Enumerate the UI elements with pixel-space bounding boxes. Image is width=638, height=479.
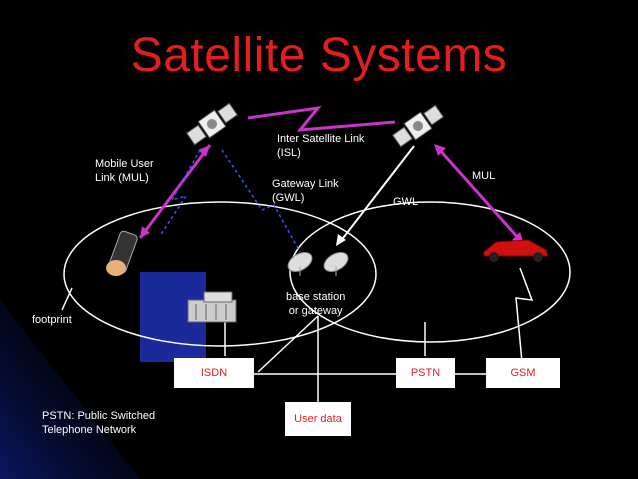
mul-left-link	[138, 144, 212, 239]
car-gsm-link	[515, 267, 534, 363]
car-icon	[483, 239, 549, 262]
slide-title: Satellite Systems	[130, 29, 508, 82]
isl-label: Inter Satellite Link (ISL)	[277, 133, 365, 159]
user-data-box: User data	[285, 402, 351, 436]
gwl-left-signal	[221, 149, 301, 253]
gwl-label: Gateway Link (GWL)	[272, 178, 339, 204]
mul-left-arrowhead-bottom	[140, 226, 150, 238]
footprint-ellipse-right	[289, 201, 571, 343]
mul-right-arrowhead-top	[434, 144, 446, 156]
gwl-right-link	[339, 145, 415, 243]
mul-left-label: Mobile User Link (MUL)	[95, 158, 154, 184]
mul-left-signal	[159, 149, 201, 237]
gwl-right-arrowhead	[336, 234, 346, 246]
network-lines	[61, 287, 486, 402]
pstn-note: PSTN: Public Switched Telephone Network	[42, 410, 156, 436]
building-icon	[187, 291, 237, 323]
satellite-right-icon	[391, 104, 445, 148]
isl-link	[247, 105, 396, 132]
satellite-left-icon	[185, 102, 239, 146]
satellite-dish-icon	[287, 252, 349, 276]
footprint-label: footprint	[32, 314, 72, 326]
gsm-box: GSM	[486, 358, 560, 388]
isdn-box: ISDN	[174, 358, 254, 388]
blue-corner-shade	[0, 300, 140, 479]
mul-right-link	[436, 147, 522, 241]
pstn-box: PSTN	[396, 358, 455, 388]
mobile-phone-icon	[106, 230, 138, 276]
gwl-right-label: GWL	[393, 196, 419, 208]
footprint-ellipse-left	[63, 201, 377, 347]
base-station-label: base station or gateway	[286, 291, 346, 317]
mul-right-label: MUL	[472, 170, 496, 182]
mul-left-arrowhead-top	[198, 145, 210, 157]
